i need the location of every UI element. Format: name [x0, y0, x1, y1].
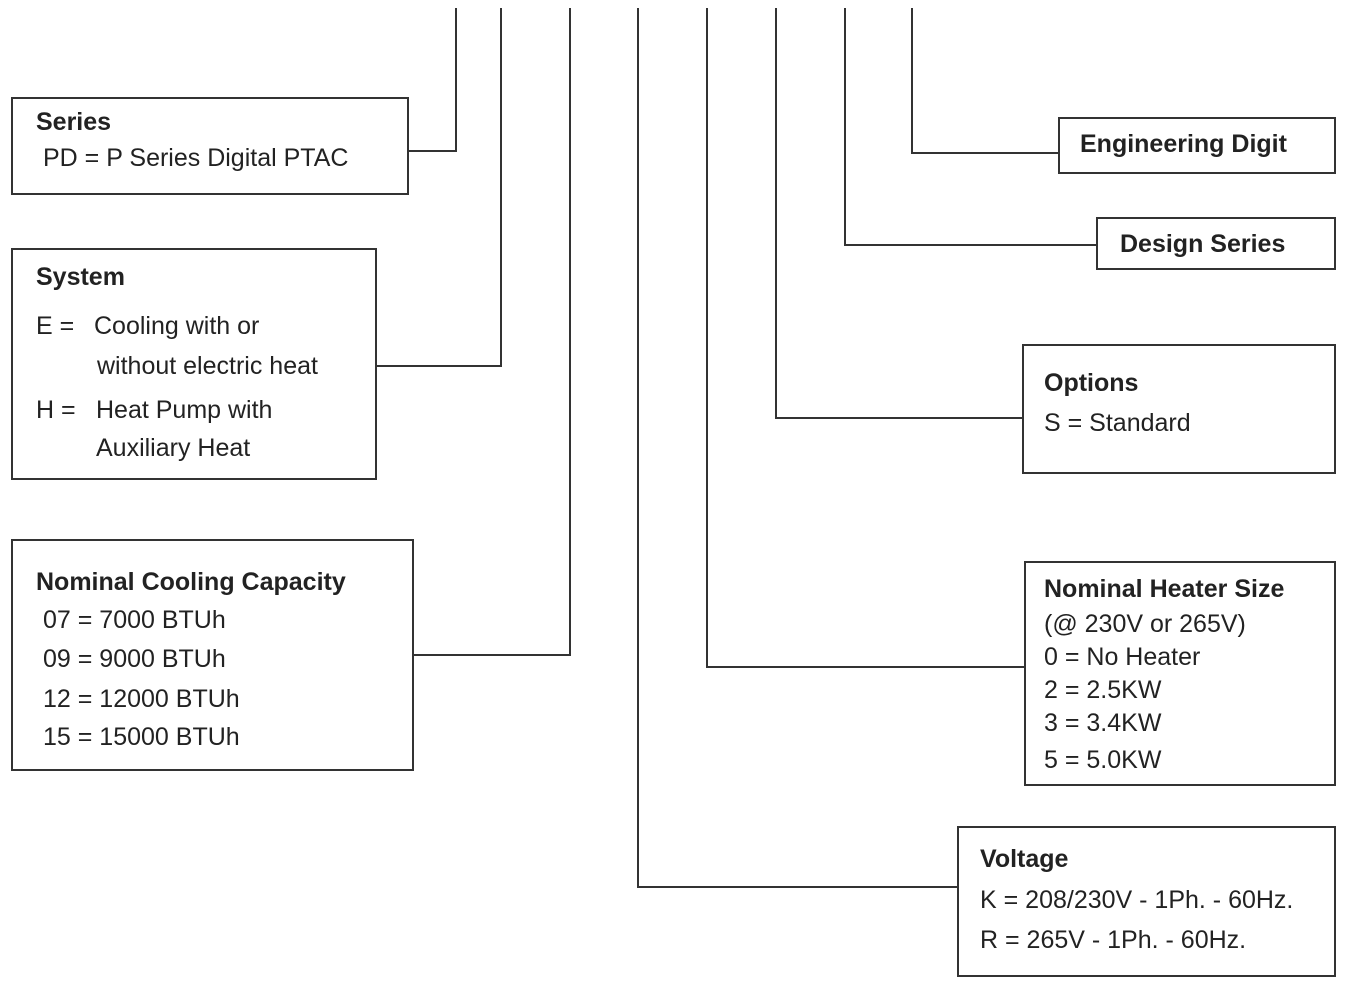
voltage-item: K = 208/230V - 1Ph. - 60Hz. — [980, 886, 1294, 914]
series-box — [11, 97, 409, 195]
voltage-item: R = 265V - 1Ph. - 60Hz. — [980, 926, 1247, 954]
design-connector — [844, 8, 1097, 246]
system-h-code: H = — [36, 396, 76, 424]
heater-note: (@ 230V or 265V) — [1044, 610, 1246, 638]
options-line: S = Standard — [1044, 409, 1191, 437]
design-title: Design Series — [1120, 230, 1286, 258]
system-h-text1: Heat Pump with — [96, 396, 273, 424]
heater-item: 2 = 2.5KW — [1044, 676, 1162, 704]
capacity-item: 07 = 7000 BTUh — [43, 606, 226, 634]
system-connector — [376, 8, 502, 367]
voltage-title: Voltage — [980, 845, 1069, 873]
heater-item: 0 = No Heater — [1044, 643, 1201, 671]
engineering-box — [1058, 117, 1336, 174]
heater-box — [1024, 561, 1336, 786]
options-title: Options — [1044, 369, 1139, 397]
system-e-code: E = — [36, 312, 75, 340]
series-line: PD = P Series Digital PTAC — [43, 144, 349, 172]
heater-connector — [706, 8, 1025, 668]
capacity-item: 15 = 15000 BTUh — [43, 723, 240, 751]
capacity-item: 09 = 9000 BTUh — [43, 645, 226, 673]
heater-item: 3 = 3.4KW — [1044, 709, 1162, 737]
voltage-connector — [637, 8, 958, 888]
system-e-text1: Cooling with or — [94, 312, 260, 340]
heater-title: Nominal Heater Size — [1044, 575, 1285, 603]
capacity-item: 12 = 12000 BTUh — [43, 685, 240, 713]
system-e-text2: without electric heat — [97, 352, 318, 380]
heater-item: 5 = 5.0KW — [1044, 746, 1162, 774]
system-h-text2: Auxiliary Heat — [96, 434, 251, 462]
capacity-box — [11, 539, 414, 771]
capacity-connector — [413, 8, 571, 656]
system-title: System — [36, 263, 125, 291]
capacity-title: Nominal Cooling Capacity — [36, 568, 346, 596]
options-connector — [775, 8, 1023, 419]
series-title: Series — [36, 108, 112, 136]
series-connector — [408, 8, 457, 152]
engineering-title: Engineering Digit — [1080, 130, 1287, 158]
voltage-box — [957, 826, 1336, 977]
system-box — [11, 248, 377, 480]
design-box — [1096, 217, 1336, 270]
options-box — [1022, 344, 1336, 474]
engineering-connector — [911, 8, 1059, 154]
